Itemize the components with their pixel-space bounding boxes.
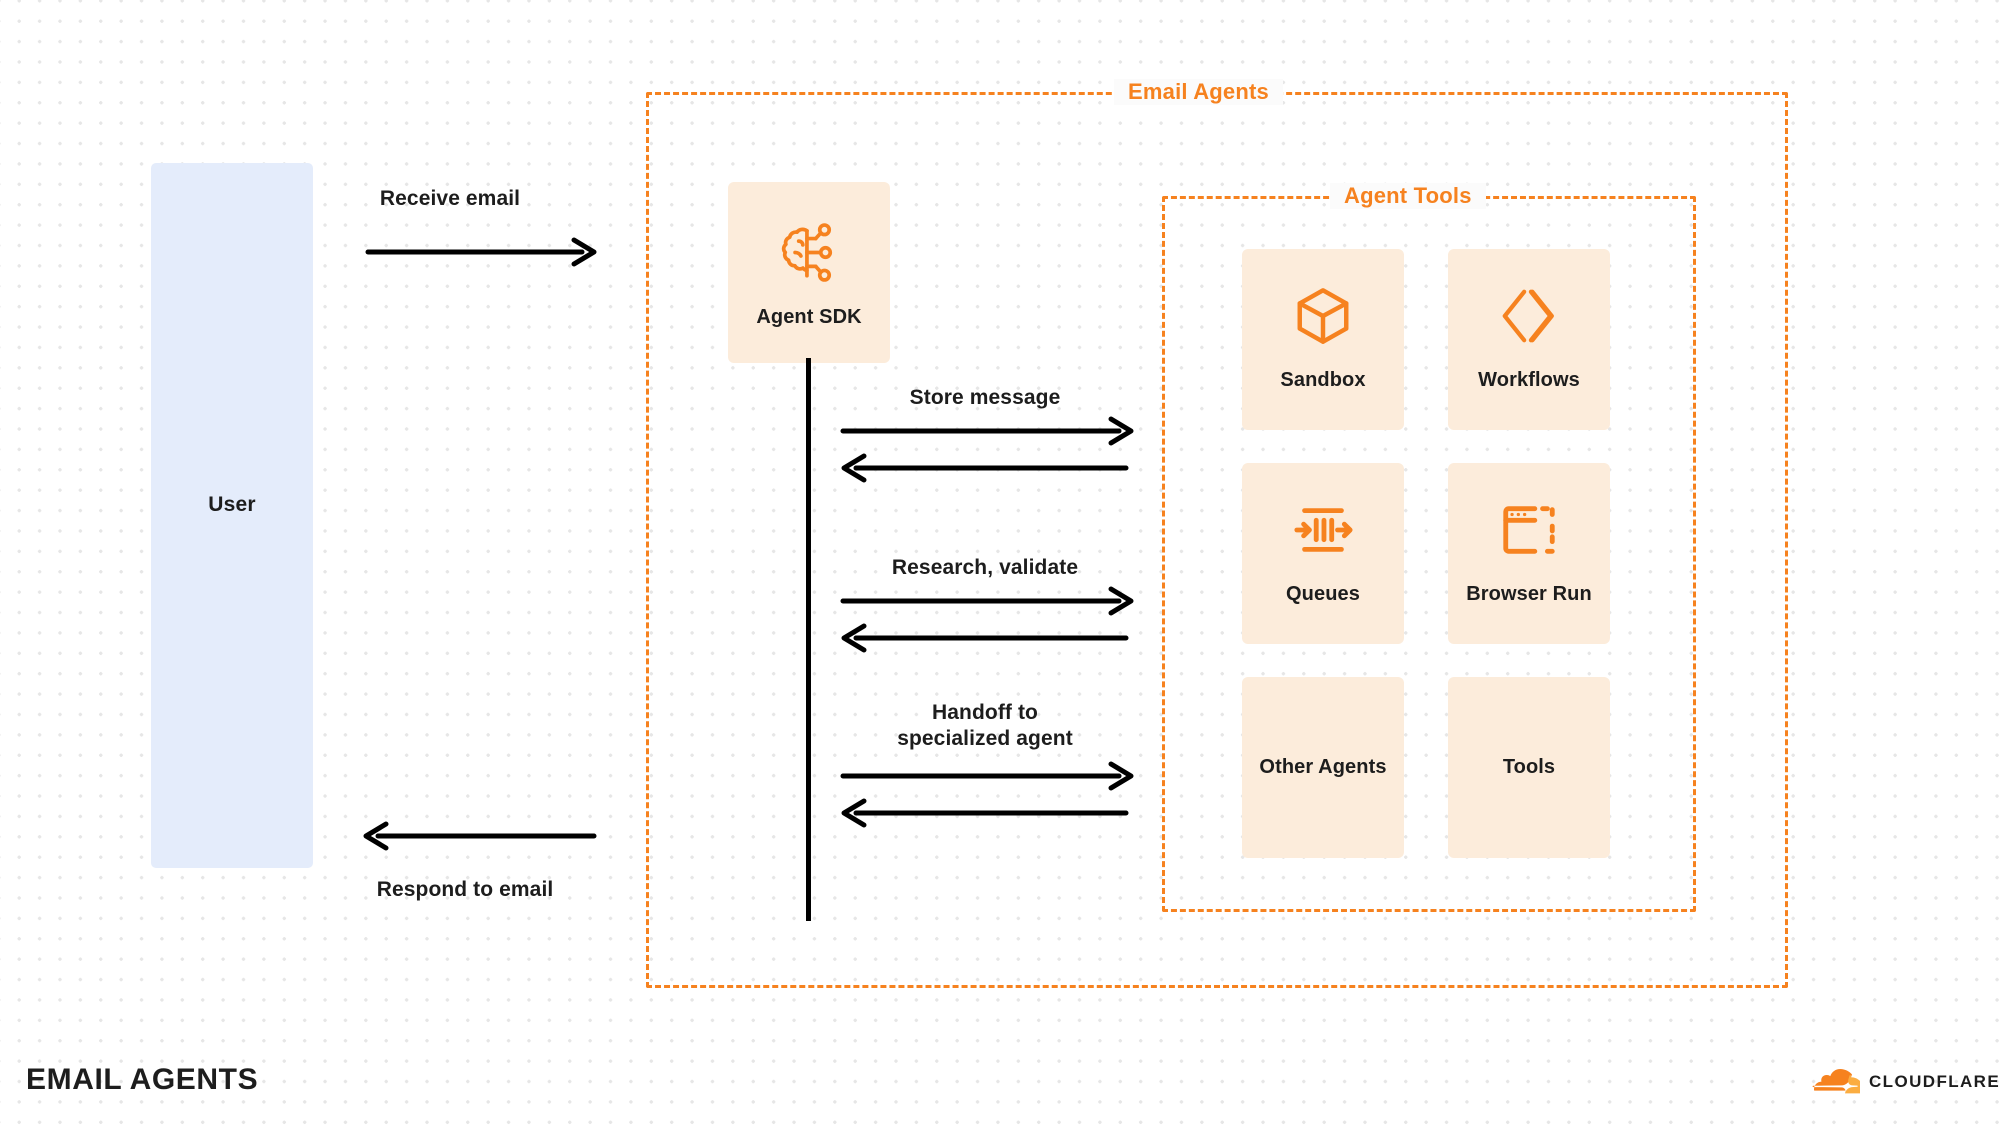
tool-card-sandbox[interactable]: Sandbox — [1242, 249, 1404, 430]
user-block — [151, 163, 313, 868]
tool-card-browser-run[interactable]: Browser Run — [1448, 463, 1610, 644]
message-arrow-research-return — [841, 623, 1129, 653]
brain-circuit-icon — [776, 220, 842, 286]
message-arrow-handoff-return — [841, 798, 1129, 828]
message-arrow-respond-email — [363, 821, 597, 851]
tool-card-queues-label: Queues — [1286, 583, 1360, 605]
message-arrow-receive-email — [365, 237, 597, 267]
message-label-store-message: Store message — [909, 386, 1061, 409]
message-label-handoff: Handoff to specialized agent — [897, 701, 1073, 750]
message-arrow-store-message-out — [840, 416, 1134, 446]
tool-card-tools[interactable]: Tools — [1448, 677, 1610, 858]
message-arrow-handoff-out — [840, 761, 1134, 791]
email-agents-group-title: Email Agents — [1114, 79, 1283, 105]
tool-card-workflows[interactable]: Workflows — [1448, 249, 1610, 430]
cube-icon — [1292, 285, 1354, 347]
cloudflare-wordmark: CLOUDFLARE — [1869, 1072, 1999, 1091]
agent-tools-group-title: Agent Tools — [1330, 183, 1486, 209]
cloudflare-cloud-icon — [1812, 1069, 1860, 1094]
tool-card-sandbox-label: Sandbox — [1280, 369, 1366, 391]
message-label-respond-email: Respond to email — [376, 878, 554, 901]
user-label: User — [208, 493, 256, 516]
node-agent-sdk-label: Agent SDK — [756, 306, 862, 328]
queues-icon — [1292, 499, 1354, 561]
tool-card-other-agents-label: Other Agents — [1259, 756, 1387, 778]
tool-card-other-agents[interactable]: Other Agents — [1242, 677, 1404, 858]
tool-card-tools-label: Tools — [1502, 756, 1556, 778]
node-agent-sdk[interactable]: Agent SDK — [728, 182, 890, 363]
message-arrow-research-out — [840, 586, 1134, 616]
browser-window-icon — [1498, 499, 1560, 561]
message-label-receive-email: Receive email — [379, 187, 521, 210]
cloudflare-logo: CLOUDFLARE — [1812, 1069, 1999, 1095]
tool-card-browser-run-label: Browser Run — [1466, 583, 1592, 605]
tool-card-workflows-label: Workflows — [1478, 369, 1580, 391]
message-label-research: Research, validate — [891, 556, 1079, 579]
chevrons-icon — [1498, 285, 1560, 347]
agent-sdk-lifeline — [806, 358, 811, 921]
tool-card-queues[interactable]: Queues — [1242, 463, 1404, 644]
page-title: EMAIL AGENTS — [26, 1063, 259, 1096]
message-arrow-store-message-return — [841, 453, 1129, 483]
